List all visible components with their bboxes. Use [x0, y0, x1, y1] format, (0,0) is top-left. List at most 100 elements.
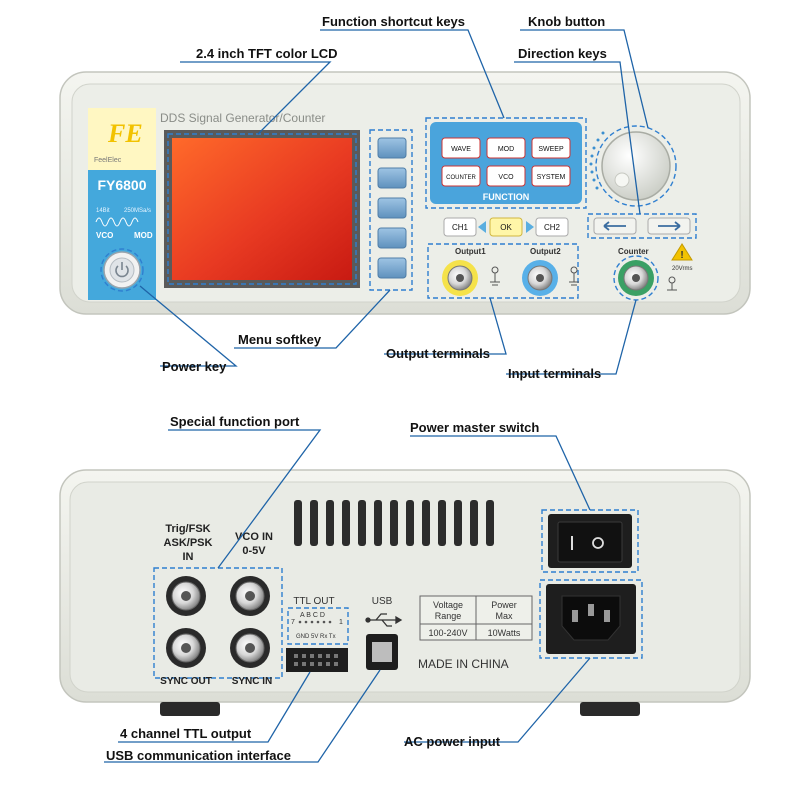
- trig-label-line3: IN: [183, 551, 194, 563]
- counter-button-label: COUNTER: [446, 175, 476, 181]
- sweep-button-label: SWEEP: [538, 146, 564, 153]
- label-special-function-port: Special function port: [170, 414, 300, 429]
- vrms-label: 20Vrms: [672, 266, 692, 272]
- brand-logo: FE: [107, 119, 143, 148]
- counter-label: Counter: [618, 247, 649, 256]
- system-button[interactable]: [531, 165, 571, 187]
- leader-ac: [404, 657, 591, 743]
- label-power-master-switch: Power master switch: [410, 420, 539, 435]
- bnc-sync-in[interactable]: [230, 628, 270, 668]
- vco-button-label: VCO: [498, 174, 514, 181]
- svg-text:!: !: [680, 250, 683, 261]
- counter-pin: [632, 274, 640, 282]
- right-arrow-icon: [658, 221, 681, 231]
- ch2-button-label: CH2: [544, 223, 561, 232]
- vent-slots: [294, 500, 494, 546]
- output2-pin: [536, 274, 544, 282]
- ch1-button[interactable]: [443, 217, 477, 237]
- label-input-terminals: Input terminals: [508, 366, 601, 381]
- ttl-connector-pins: [294, 654, 338, 666]
- ch2-button[interactable]: [535, 217, 569, 237]
- waveform-graphic: [95, 217, 139, 227]
- switch-off-mark: [592, 537, 604, 549]
- label-direction-keys: Direction keys: [518, 46, 607, 61]
- mod-label: MOD: [134, 231, 153, 240]
- ttl-connector[interactable]: [286, 648, 348, 672]
- label-function-shortcut-keys: Function shortcut keys: [322, 14, 465, 29]
- leader-lcd: [180, 61, 332, 135]
- wave-button[interactable]: [441, 137, 481, 159]
- menu-softkey-1[interactable]: [377, 137, 407, 159]
- ground-icon: [667, 276, 677, 291]
- menu-softkey-5[interactable]: [377, 257, 407, 279]
- power-key-highlight: [100, 248, 144, 292]
- menu-softkey-2[interactable]: [377, 167, 407, 189]
- system-button-label: SYSTEM: [537, 174, 566, 181]
- leader-knob: [520, 29, 649, 129]
- panel-title: DDS Signal Generator/Counter: [160, 111, 325, 125]
- vco-button[interactable]: [486, 165, 526, 187]
- warning-icon: !: [671, 243, 693, 261]
- mod-button[interactable]: [486, 137, 526, 159]
- spec-h1-line2: Range: [435, 611, 462, 621]
- menu-softkey-4[interactable]: [377, 227, 407, 249]
- bnc-sync-out[interactable]: [166, 628, 206, 668]
- function-label: FUNCTION: [483, 192, 530, 202]
- knob-highlight: [595, 125, 677, 207]
- menu-softkey-3[interactable]: [377, 197, 407, 219]
- spec-h2-line2: Max: [495, 611, 513, 621]
- output1-pin: [456, 274, 464, 282]
- front-panel: FE FeelElec FY6800 14Bit 250MSa/s VCO MO…: [59, 71, 751, 315]
- left-arrow-icon: [603, 221, 626, 231]
- right-foot: [580, 702, 640, 716]
- lcd-highlight: [167, 133, 357, 285]
- ok-button-label: OK: [500, 223, 512, 232]
- vco-label: VCO: [96, 231, 113, 240]
- label-output-terminals: Output terminals: [386, 346, 490, 361]
- ch1-button-label: CH1: [452, 223, 469, 232]
- ttl-pin-dots: [298, 620, 332, 624]
- spec-h1-line1: Voltage: [433, 600, 463, 610]
- sweep-button[interactable]: [531, 137, 571, 159]
- ttl-pin-names: GND 5V Rx Tx: [296, 634, 336, 640]
- trig-label-line2: ASK/PSK: [164, 537, 213, 549]
- usb-icon: [365, 613, 403, 627]
- rotary-knob[interactable]: [601, 131, 671, 201]
- trig-label-line1: Trig/FSK: [165, 523, 210, 535]
- ttl-pin1: 1: [339, 619, 343, 626]
- ok-button[interactable]: [489, 217, 523, 237]
- bnc-vco-in[interactable]: [230, 576, 270, 616]
- leader-menu: [234, 289, 391, 349]
- spec-v1: 100-240V: [428, 628, 467, 638]
- ttl-out-label: TTL OUT: [293, 596, 334, 607]
- leader-output: [384, 297, 507, 355]
- arrow-left-icon: [478, 221, 486, 233]
- power-icon: [115, 262, 129, 278]
- power-master-switch[interactable]: [557, 521, 623, 563]
- spec-table: [419, 595, 533, 641]
- left-foot: [160, 702, 220, 716]
- leader-power-switch: [410, 435, 591, 511]
- counter-button[interactable]: [441, 165, 481, 187]
- ac-input-highlight: [539, 579, 643, 659]
- mod-button-label: MOD: [498, 146, 514, 153]
- iec-pin-left: [572, 610, 578, 622]
- knob-dots: [589, 131, 605, 190]
- usb-label: USB: [372, 596, 393, 607]
- sync-in-label: SYNC IN: [232, 676, 273, 687]
- sync-out-label: SYNC OUT: [160, 676, 212, 687]
- usb-port-inner: [372, 642, 392, 662]
- arrow-right-icon: [526, 221, 534, 233]
- knob-dimple: [614, 172, 630, 188]
- output1-label: Output1: [455, 247, 486, 256]
- lcd-screen: [172, 138, 352, 280]
- vco-in-label-line2: 0-5V: [242, 545, 266, 557]
- spec-h2-line1: Power: [491, 600, 517, 610]
- model-name: FY6800: [97, 177, 146, 193]
- ttl-letters: A B C D: [300, 612, 325, 619]
- ground-icon: [490, 266, 579, 286]
- bnc-trig[interactable]: [166, 576, 206, 616]
- rear-panel: Trig/FSK ASK/PSK IN VCO IN 0-5V SYNC OUT…: [59, 469, 751, 716]
- direction-keys-highlight: [587, 213, 697, 239]
